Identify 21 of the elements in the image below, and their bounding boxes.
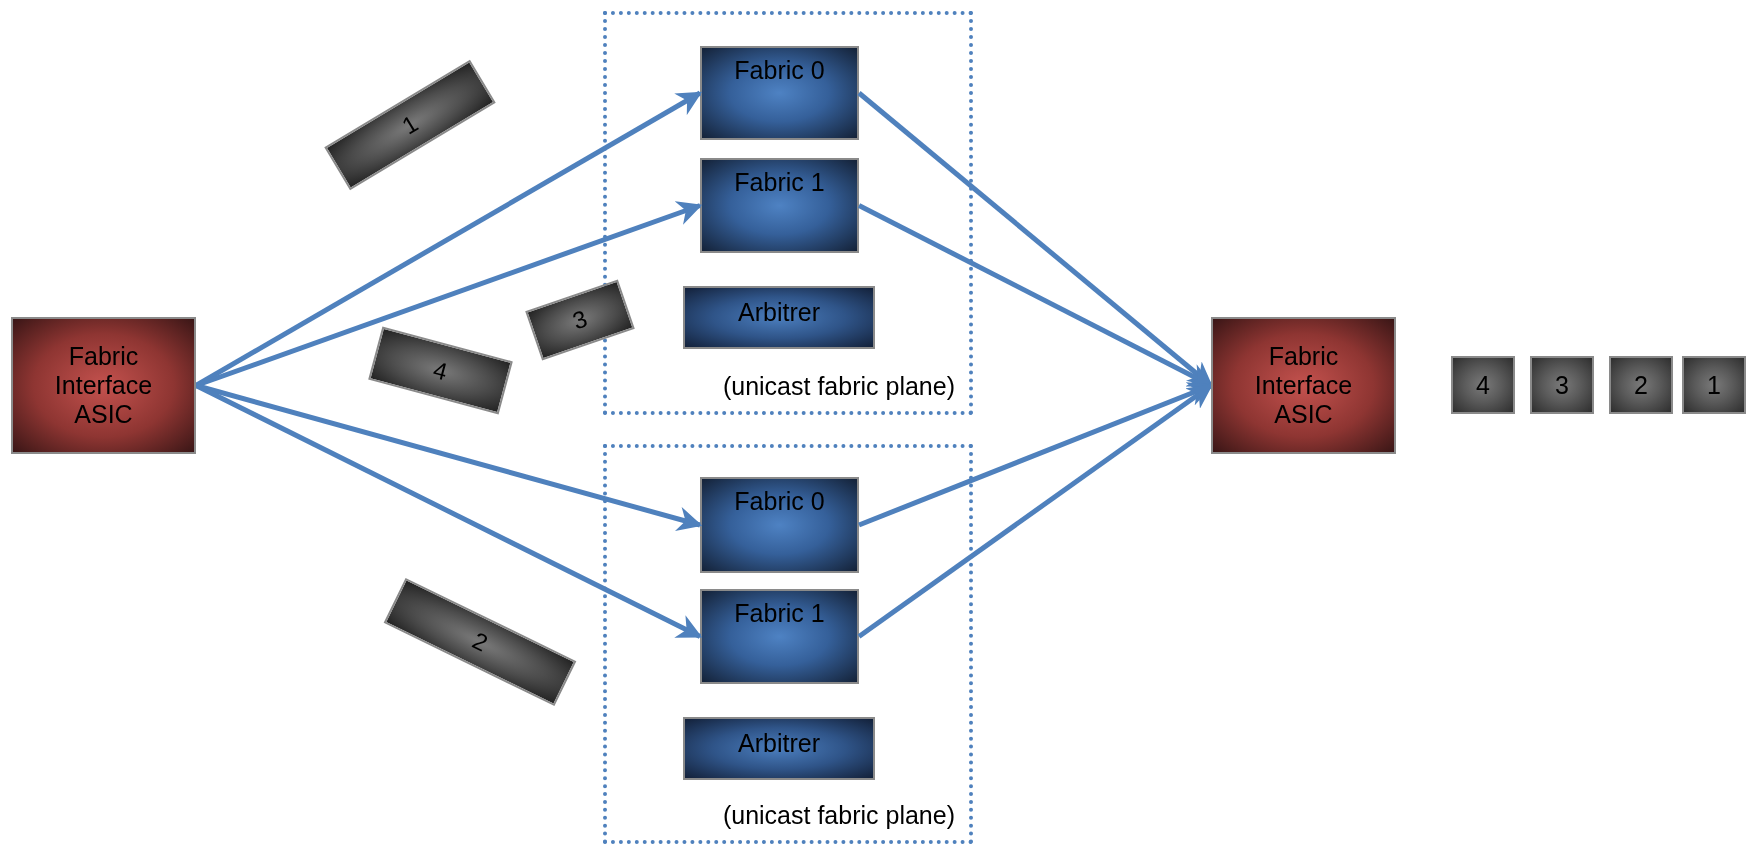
fabric-box: Fabric 1 (700, 589, 859, 684)
cell-box: 1 (1682, 356, 1746, 414)
fabric-box: Fabric 0 (700, 477, 859, 573)
plane-caption: (unicast fabric plane) (722, 372, 955, 401)
cell-box: 4 (1451, 356, 1515, 414)
plane-caption: (unicast fabric plane) (722, 801, 955, 830)
packet-box: 4 (368, 326, 513, 415)
cell-box: 2 (1609, 356, 1673, 414)
asic-box: Fabric Interface ASIC (1211, 317, 1396, 454)
packet-box: 2 (383, 577, 577, 707)
arrow (195, 201, 703, 388)
packet-box: 1 (324, 59, 496, 191)
fabric-plane-group (603, 11, 973, 415)
fabric-box: Fabric 1 (700, 158, 859, 253)
arbiter-box: Arbitrer (683, 286, 875, 349)
asic-box: Fabric Interface ASIC (11, 317, 196, 454)
arbiter-box: Arbitrer (683, 717, 875, 780)
fabric-plane-group (603, 444, 973, 844)
cell-box: 3 (1530, 356, 1594, 414)
fabric-box: Fabric 0 (700, 46, 859, 140)
packet-box: 3 (525, 279, 635, 361)
